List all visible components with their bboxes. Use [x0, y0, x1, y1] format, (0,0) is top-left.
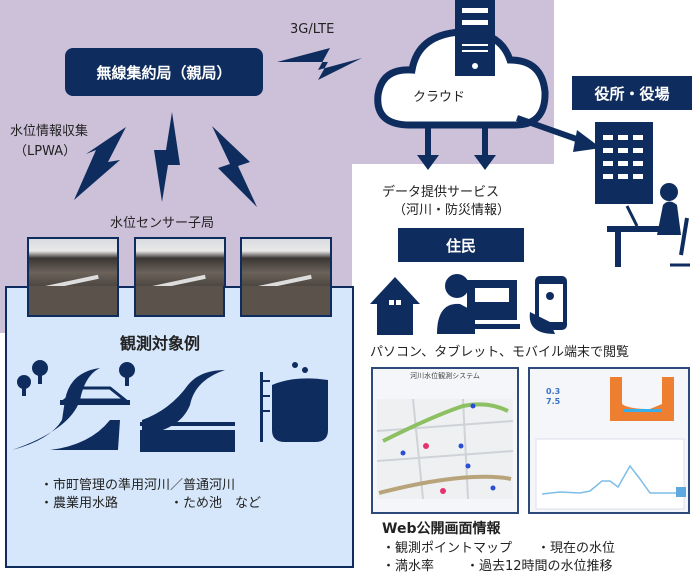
fill-rate-value: 7.5	[546, 397, 561, 406]
scroll-top-button	[676, 487, 686, 497]
server-icon	[455, 0, 495, 76]
cloud-label: クラウド	[413, 90, 466, 105]
web-info-level: ・現在の水位	[537, 541, 616, 556]
level-value: 0.3	[546, 387, 561, 396]
collection-label: 水位情報収集	[10, 124, 89, 139]
concentrator-label: 無線集約局（親局）	[96, 63, 232, 82]
sensor-label: 水位センサー子局	[110, 216, 215, 231]
screen-title: 河川水位観測システム	[410, 372, 480, 380]
house-icon	[370, 277, 420, 335]
lightning-left-icon	[74, 127, 126, 200]
office-label: 役所・役場	[594, 84, 670, 103]
concentrator-box: 無線集約局（親局）	[65, 48, 263, 96]
collection-protocol-label: （LPWA）	[14, 144, 77, 159]
channel-cross-section	[610, 377, 674, 421]
service-label: データ提供サービス	[382, 185, 500, 200]
lightning-right-icon	[212, 126, 257, 207]
resident-device-icons	[370, 274, 567, 335]
uplink-label: 3G/LTE	[290, 22, 335, 37]
sensor-photo-top	[134, 237, 226, 287]
targets-line1: ・市町管理の準用河川／普通河川	[40, 478, 236, 493]
web-info-fill-rate: ・満水率	[382, 559, 435, 574]
targets-line2b: ・ため池 など	[170, 496, 262, 511]
level-screen-thumbnail: 0.3 7.5	[528, 367, 690, 514]
sensor-photo-top	[240, 237, 332, 287]
sensor-photo-bottoms	[27, 286, 333, 317]
residents-box: 住民	[398, 228, 524, 262]
targets-title: 観測対象例	[120, 334, 201, 353]
office-box: 役所・役場	[572, 76, 692, 110]
cloud-icon	[374, 0, 549, 170]
lightning-uplink-icon	[277, 48, 362, 80]
arrow-to-office-icon	[516, 115, 601, 152]
target-icons	[12, 360, 328, 452]
sensor-photo-bottom	[133, 286, 226, 317]
residents-label: 住民	[445, 236, 476, 255]
level-charts	[535, 377, 686, 510]
sensor-photo-bottom	[27, 286, 119, 317]
office-building-worker-icon	[595, 122, 690, 267]
targets-line2a: ・農業用水路	[40, 496, 119, 511]
arrow-down-icon	[417, 155, 439, 170]
web-info-title: Web公開画面情報	[382, 521, 501, 537]
web-info-map: ・観測ポイントマップ	[382, 541, 513, 556]
pc-user-icon	[437, 274, 520, 334]
map-image	[376, 398, 514, 500]
devices-label: パソコン、タブレット、モバイル端末で閲覧	[370, 345, 629, 360]
arrow-down-icon	[474, 155, 496, 170]
smartphone-icon	[529, 276, 567, 334]
lightning-center-icon	[154, 112, 180, 202]
sensor-photo-bottom	[240, 286, 333, 317]
reservoir-icon	[260, 362, 328, 442]
water-level-trend-line	[541, 464, 680, 495]
service-detail-label: （河川・防災情報）	[393, 203, 511, 218]
sensor-photo-top	[27, 237, 119, 287]
web-info-history: ・過去12時間の水位推移	[466, 559, 613, 574]
river-bridge-icon	[12, 360, 135, 450]
map-screen-thumbnail: 河川水位観測システム	[371, 367, 519, 514]
wireless-signal-icons	[74, 48, 362, 207]
irrigation-channel-icon	[140, 370, 235, 452]
